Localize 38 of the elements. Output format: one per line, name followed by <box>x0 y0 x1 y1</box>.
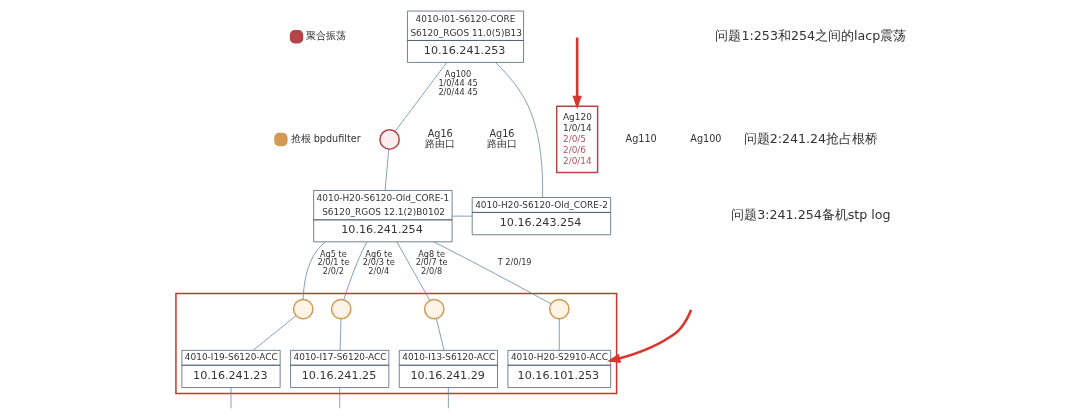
edge-label: Ag5 te 2/0/1 te 2/0/2 <box>316 248 349 277</box>
edge-label: Ag6 te 2/0/3 te 2/0/4 <box>362 248 395 277</box>
connector <box>435 318 444 351</box>
label: Ag16 路由口 <box>486 127 517 150</box>
label: 问题2:241.24抢占根桥 <box>743 130 878 146</box>
connector <box>432 241 551 305</box>
label: 问题3:241.254备机stp log <box>730 207 891 223</box>
node-circle <box>378 129 400 150</box>
label: Ag100 <box>689 132 722 144</box>
node-box: Ag120 1/0/14 2/0/5 2/0/6 2/0/14 <box>555 105 598 174</box>
legend-label: 聚合振荡 <box>305 30 346 42</box>
edge-label: T 2/0/19 <box>497 257 532 268</box>
label: Ag16 路由口 <box>424 127 455 150</box>
cluster <box>174 292 617 395</box>
connector <box>447 387 449 409</box>
connector <box>342 241 367 300</box>
label: Ag110 <box>625 132 657 144</box>
connector <box>384 148 389 191</box>
connector <box>451 215 472 217</box>
connector <box>302 241 325 300</box>
label: 问题1:253和254之间的lacp震荡 <box>715 27 906 43</box>
node-circle <box>548 298 570 320</box>
arrow <box>606 309 692 363</box>
node-circle <box>423 298 445 320</box>
connector <box>396 241 430 301</box>
arrow <box>571 37 582 110</box>
connector <box>338 387 340 409</box>
node-circle <box>292 298 314 320</box>
connector <box>494 62 543 198</box>
edge-label: Ag8 te 2/0/7 te 2/0/8 <box>415 248 448 277</box>
node-circle <box>330 298 352 320</box>
connector <box>339 318 341 351</box>
edge-label: Ag100 1/0/44 45 2/0/44 45 <box>437 69 478 98</box>
connector <box>558 318 560 351</box>
connector <box>394 62 447 132</box>
connector <box>230 387 231 409</box>
legend-label: 抢根 bpdufilter <box>290 132 361 144</box>
connector <box>252 315 296 351</box>
